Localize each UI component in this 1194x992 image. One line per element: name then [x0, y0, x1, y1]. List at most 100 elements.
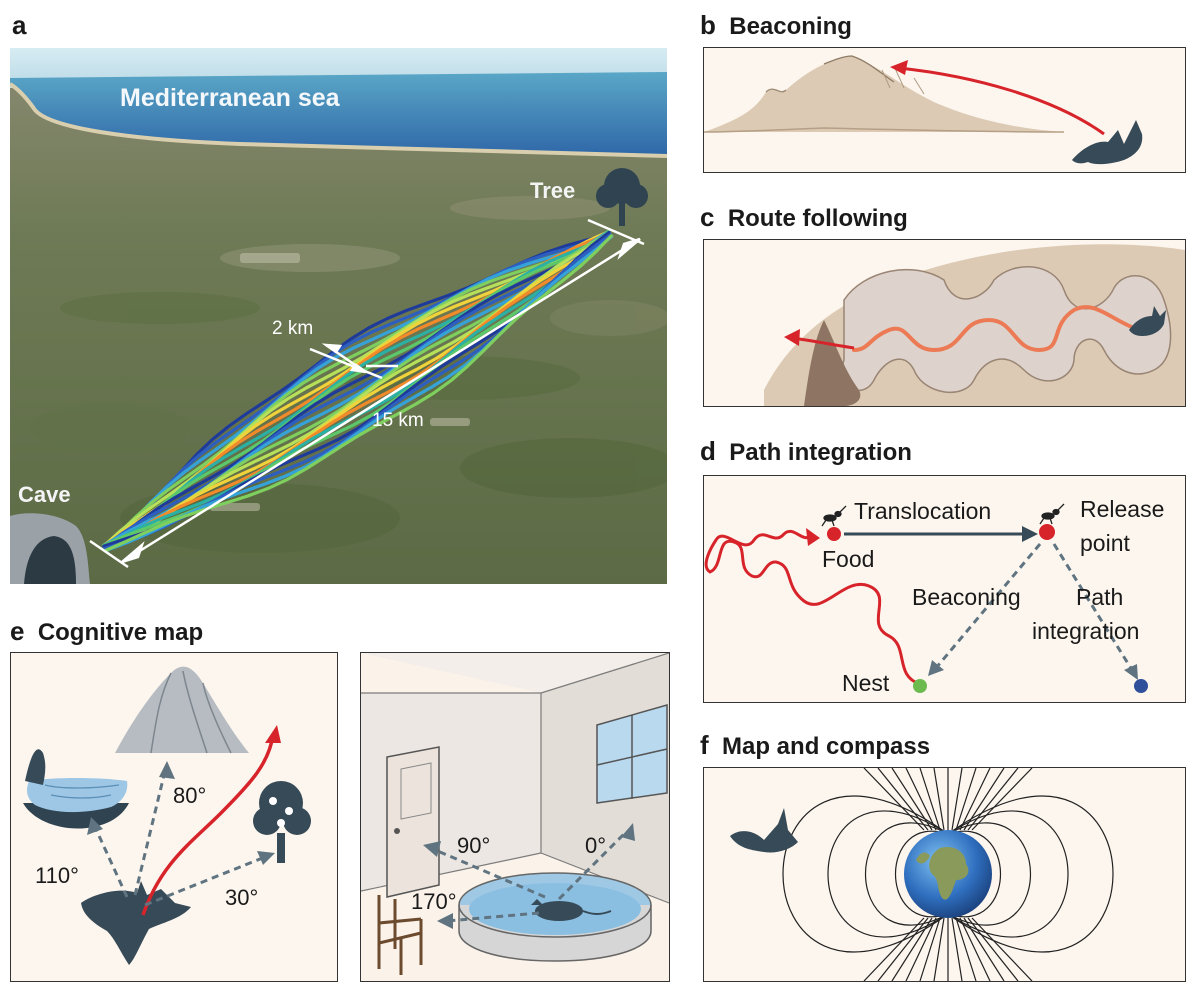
panel-e-letter: e	[10, 616, 25, 646]
earth-icon	[904, 830, 992, 918]
panel-e-room-box: 90° 0° 170°	[360, 652, 670, 982]
panel-a-letter: a	[12, 10, 27, 40]
path-label-1: Path	[1076, 584, 1124, 610]
bird-icon	[730, 808, 798, 853]
bat-track	[104, 233, 613, 552]
field-line	[891, 768, 933, 831]
bat-icon	[1072, 120, 1143, 165]
field-line	[905, 917, 937, 981]
panel-e-outdoor-box: 110° 80° 30°	[10, 652, 338, 982]
sea-label: Mediterranean sea	[120, 84, 340, 112]
tree-icon	[596, 168, 648, 226]
tree-icon	[253, 781, 311, 863]
bat-track	[103, 232, 612, 550]
field-line	[919, 768, 941, 831]
width-label: 2 km	[272, 318, 314, 339]
angle-170-label: 170°	[411, 889, 457, 914]
field-line	[863, 768, 925, 831]
angle-90-label: 90°	[457, 833, 491, 858]
path-label-2: integration	[1032, 618, 1140, 644]
door-icon	[386, 746, 440, 898]
field-line	[947, 830, 1001, 918]
angle-0-label: 0°	[585, 833, 607, 858]
panel-f-title: Map and compass	[722, 733, 931, 760]
bat-track	[104, 234, 614, 552]
field-line	[971, 768, 1033, 831]
field-line	[947, 822, 1032, 926]
panel-c-letter: c	[700, 202, 715, 232]
cave-icon	[10, 513, 90, 584]
field-line	[877, 917, 929, 981]
field-line	[963, 768, 1005, 831]
panel-a-map: Mediterranean sea Tree Cave 2 km 15 km	[10, 48, 667, 584]
panel-b-title: Beaconing	[729, 13, 852, 40]
angle-80-label: 80°	[173, 783, 207, 808]
angle-30-label: 30°	[225, 885, 259, 910]
bat-track	[104, 234, 614, 552]
panel-c-title: Route following	[727, 205, 908, 232]
lake-icon	[23, 749, 129, 829]
translocation-label: Translocation	[854, 498, 992, 524]
ant-icon	[1039, 503, 1065, 525]
angle-110-label: 110°	[35, 863, 79, 888]
field-line	[895, 830, 949, 918]
field-line	[877, 768, 929, 831]
cave-label: Cave	[18, 482, 71, 507]
field-line	[951, 768, 963, 831]
panel-d-title-row: d Path integration	[700, 436, 912, 467]
panel-f-letter: f	[700, 730, 709, 760]
panel-b-title-row: b Beaconing	[700, 10, 852, 41]
field-line	[864, 822, 949, 926]
field-line	[891, 917, 933, 981]
field-line	[905, 768, 937, 831]
panel-b-letter: b	[700, 10, 716, 40]
panel-f-box	[703, 767, 1186, 982]
rat-icon	[531, 899, 612, 921]
panel-c-box	[703, 239, 1186, 407]
ant-icon	[821, 505, 847, 527]
field-line	[955, 768, 977, 831]
bat-icon	[1129, 306, 1166, 336]
panel-d-letter: d	[700, 436, 716, 466]
panel-e-title: Cognitive map	[37, 619, 204, 646]
field-line	[827, 810, 949, 938]
field-line	[951, 917, 963, 981]
field-line	[933, 768, 945, 831]
bat-icon	[81, 881, 191, 965]
bat-track	[102, 230, 611, 549]
nest-label: Nest	[842, 670, 890, 696]
panel-f-title-row: f Map and compass	[700, 730, 930, 761]
food-label: Food	[822, 546, 875, 572]
field-line	[967, 768, 1019, 831]
panel-d-box: Translocation Food Release point Beaconi…	[703, 475, 1186, 703]
length-label: 15 km	[372, 410, 424, 431]
water-maze-icon	[458, 872, 652, 962]
field-line	[971, 917, 1033, 981]
window-icon	[596, 704, 668, 804]
field-line	[955, 917, 977, 981]
bat-track	[102, 231, 611, 549]
field-line	[782, 795, 949, 953]
field-line	[967, 917, 1019, 981]
field-line	[863, 917, 925, 981]
bat-track	[104, 233, 612, 551]
chair-icon	[377, 895, 423, 975]
bat-track	[104, 234, 613, 552]
panel-b-box	[703, 47, 1186, 173]
field-line	[947, 795, 1114, 953]
field-line	[959, 917, 991, 981]
mountain-icon	[115, 666, 249, 754]
beaconing-label: Beaconing	[912, 584, 1021, 610]
bat-track	[105, 234, 614, 553]
panel-e-title-row: e Cognitive map	[10, 616, 203, 647]
field-line	[933, 917, 945, 981]
panel-d-title: Path integration	[729, 439, 912, 466]
release-label-2: point	[1080, 530, 1130, 556]
field-line	[947, 810, 1069, 938]
release-label-1: Release	[1080, 496, 1165, 522]
tree-label: Tree	[530, 178, 576, 203]
bat-track	[102, 230, 611, 548]
field-line	[959, 768, 991, 831]
field-line	[919, 917, 941, 981]
panel-c-title-row: c Route following	[700, 202, 908, 233]
